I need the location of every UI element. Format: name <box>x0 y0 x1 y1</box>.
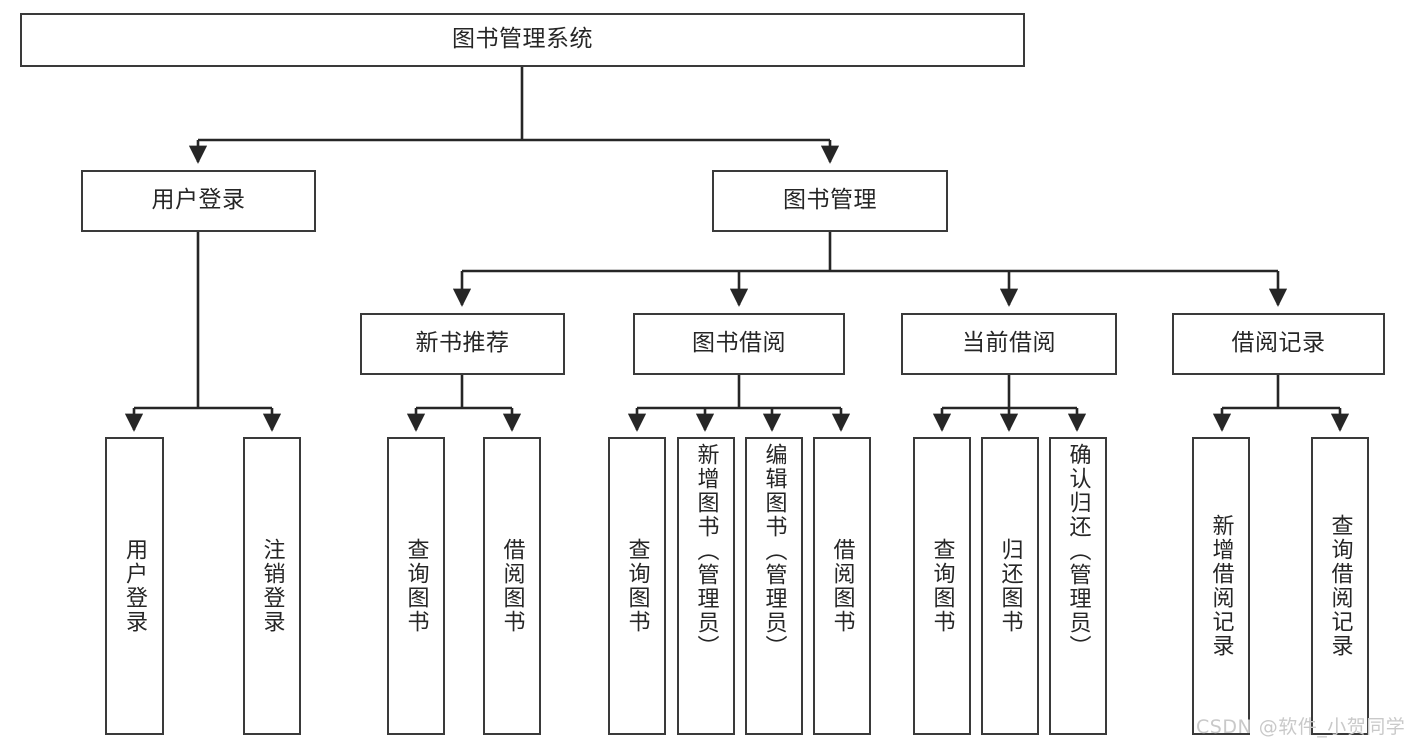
leaf-label: 编辑图书（管理员） <box>761 443 787 659</box>
leaf-borrow-borrow-book[interactable]: 借阅图书 <box>813 437 871 735</box>
node-user-login[interactable]: 用户登录 <box>81 170 316 232</box>
leaf-current-return-book[interactable]: 归还图书 <box>981 437 1039 735</box>
leaf-label: 注销登录 <box>259 538 285 634</box>
node-user-login-label: 用户登录 <box>151 187 246 214</box>
leaf-user-login-signin[interactable]: 用户登录 <box>105 437 164 735</box>
leaf-borrow-edit-book-admin[interactable]: 编辑图书（管理员） <box>745 437 803 735</box>
leaf-label: 借阅图书 <box>499 538 525 634</box>
node-root[interactable]: 图书管理系统 <box>20 13 1025 67</box>
node-borrow-record[interactable]: 借阅记录 <box>1172 313 1385 375</box>
leaf-label: 查询图书 <box>624 538 650 634</box>
leaf-recommend-query-book[interactable]: 查询图书 <box>387 437 445 735</box>
leaf-label: 借阅图书 <box>829 538 855 634</box>
leaf-label: 查询图书 <box>929 538 955 634</box>
node-new-book-recommend-label: 新书推荐 <box>415 330 510 357</box>
leaf-record-add-record[interactable]: 新增借阅记录 <box>1192 437 1250 735</box>
node-current-borrow[interactable]: 当前借阅 <box>901 313 1117 375</box>
leaf-user-login-signout[interactable]: 注销登录 <box>243 437 301 735</box>
leaf-label: 用户登录 <box>122 538 148 634</box>
leaf-label: 确认归还（管理员） <box>1065 443 1091 659</box>
csdn-watermark: CSDN @软件_小贺同学 <box>1196 716 1405 738</box>
leaf-current-query-book[interactable]: 查询图书 <box>913 437 971 735</box>
leaf-borrow-add-book-admin[interactable]: 新增图书（管理员） <box>677 437 735 735</box>
node-new-book-recommend[interactable]: 新书推荐 <box>360 313 565 375</box>
node-root-label: 图书管理系统 <box>452 26 593 53</box>
node-book-borrow[interactable]: 图书借阅 <box>633 313 845 375</box>
node-book-borrow-label: 图书借阅 <box>692 330 786 357</box>
leaf-current-confirm-return-admin[interactable]: 确认归还（管理员） <box>1049 437 1107 735</box>
leaf-borrow-query-book[interactable]: 查询图书 <box>608 437 666 735</box>
node-book-management-label: 图书管理 <box>783 187 877 214</box>
leaf-label: 新增借阅记录 <box>1208 514 1234 658</box>
leaf-record-query-record[interactable]: 查询借阅记录 <box>1311 437 1369 735</box>
node-book-management[interactable]: 图书管理 <box>712 170 948 232</box>
leaf-recommend-borrow-book[interactable]: 借阅图书 <box>483 437 541 735</box>
node-borrow-record-label: 借阅记录 <box>1231 330 1326 357</box>
node-current-borrow-label: 当前借阅 <box>962 330 1056 357</box>
leaf-label: 新增图书（管理员） <box>693 443 719 659</box>
leaf-label: 查询借阅记录 <box>1327 514 1353 658</box>
leaf-label: 归还图书 <box>997 538 1023 634</box>
leaf-label: 查询图书 <box>403 538 429 634</box>
